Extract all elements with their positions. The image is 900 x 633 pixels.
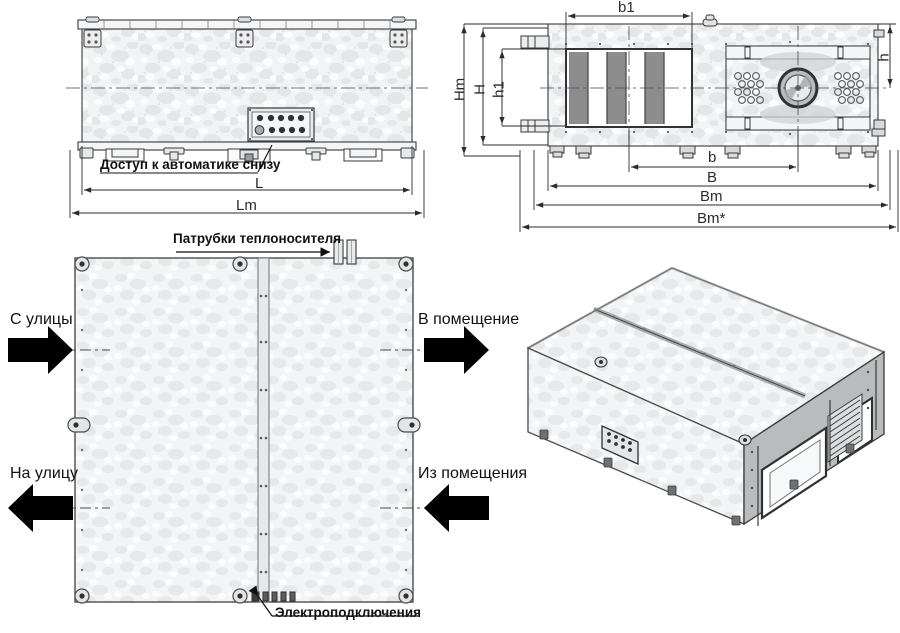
iso-control-panel — [601, 424, 639, 466]
view-bottom-left — [8, 239, 489, 617]
flow-arrow-from-room — [424, 484, 489, 532]
flow-label-to-room: В помещение — [418, 311, 520, 328]
coolant-pipes — [333, 239, 357, 265]
dimension-Bm-star — [519, 150, 899, 232]
dimension-Hm — [461, 23, 548, 157]
dimension-b1 — [565, 12, 693, 49]
dimension-B — [547, 150, 879, 191]
leader-access-bottom — [100, 144, 273, 174]
dimension-label-H: H — [471, 84, 489, 95]
dimension-L — [81, 146, 413, 195]
dimension-h1 — [499, 48, 566, 127]
flow-arrow-from-street — [8, 326, 73, 374]
dimension-label-Bm: Bm — [700, 188, 723, 205]
dimension-label-h1: h1 — [490, 81, 508, 98]
view-top-right — [461, 12, 899, 232]
flow-label-to-street: На улицу — [10, 465, 78, 482]
view-isometric — [526, 266, 886, 526]
annotation-coolant-pipes: Патрубки теплоносителя — [173, 231, 342, 246]
mounting-feet-top-left — [79, 147, 415, 163]
view-top-left — [66, 16, 428, 218]
dimension-label-b1: b1 — [618, 0, 635, 16]
dimension-label-Hm: Hm — [451, 77, 469, 102]
flow-label-from-room: Из помещения — [418, 465, 528, 482]
flow-arrow-to-room — [424, 326, 489, 374]
dimension-label-h: h — [875, 53, 893, 62]
dimension-label-L: L — [255, 175, 264, 192]
dimension-b — [628, 130, 799, 172]
flow-label-from-street: С улицы — [10, 311, 73, 328]
dimension-Bm — [533, 150, 891, 210]
dimension-H — [480, 27, 548, 146]
annotation-access-from-below: Доступ к автоматике снизу — [100, 157, 281, 172]
annotation-electrical-connections: Электроподключения — [275, 605, 422, 620]
dimension-label-b: b — [708, 149, 717, 166]
dimension-h — [878, 23, 896, 88]
dimension-label-B: B — [707, 169, 718, 186]
side-latches-plan — [67, 417, 421, 433]
dimension-label-Bm-star: Bm* — [697, 210, 726, 227]
control-panel-top-left — [247, 107, 315, 142]
leader-electrical — [248, 585, 418, 617]
dimension-Lm — [69, 150, 425, 218]
dimension-label-Lm: Lm — [236, 197, 257, 214]
flow-arrow-to-street — [8, 484, 73, 532]
